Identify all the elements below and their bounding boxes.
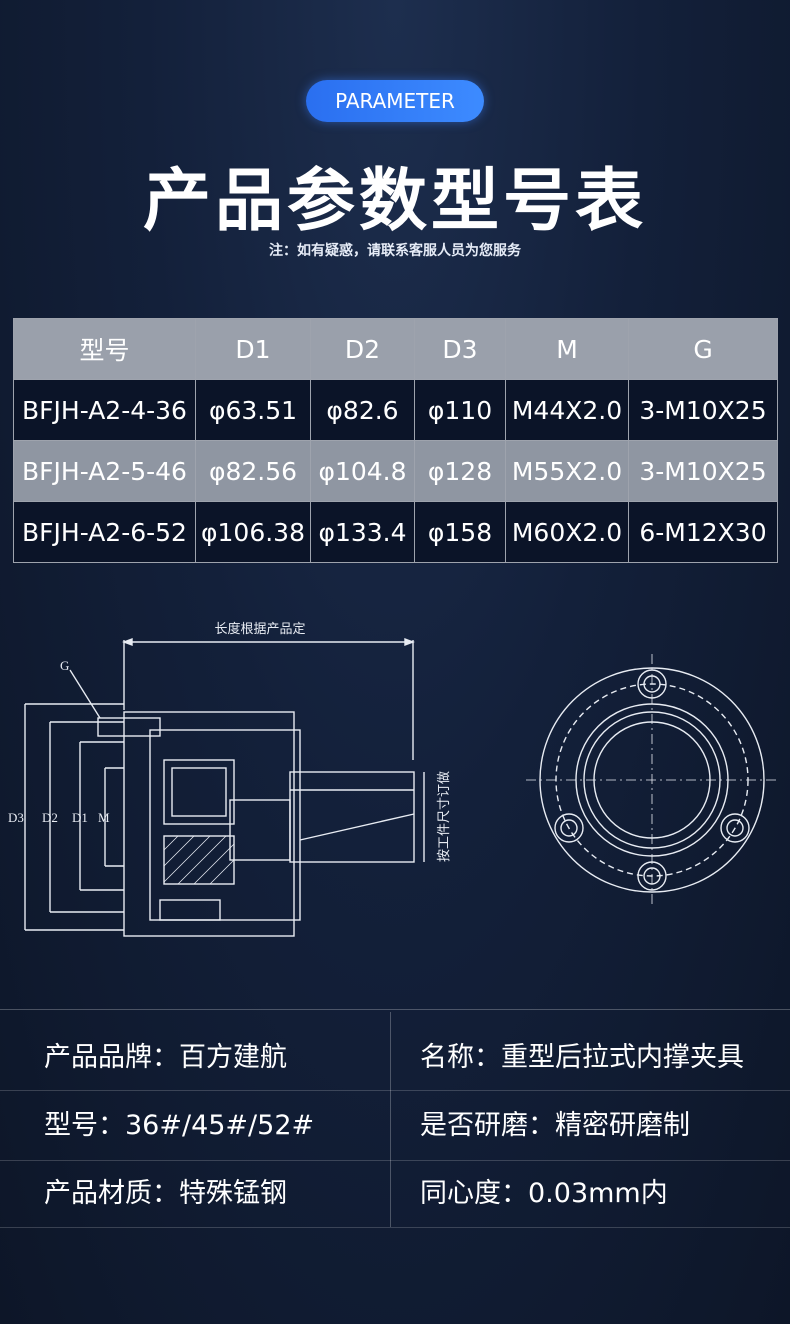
hatched-block: [163, 835, 235, 885]
leader-g: [69, 669, 101, 719]
table-row: BFJH-A2-5-46 φ82.56 φ104.8 φ128 M55X2.0 …: [13, 440, 778, 502]
mandrel-taper: [299, 813, 415, 841]
property-row: 型号：36#/45#/52# 是否研磨：精密研磨制: [0, 1092, 790, 1160]
chuck-inner: [149, 729, 301, 921]
side-label: 按工件尺寸订做: [436, 771, 451, 862]
properties-grid: 产品品牌：百方建航 名称：重型后拉式内撑夹具 型号：36#/45#/52# 是否…: [0, 1012, 790, 1228]
d1-label: D1: [72, 810, 88, 825]
table-cell: φ133.4: [310, 501, 415, 563]
column-header-d1: D1: [195, 318, 311, 380]
row-divider: [0, 1090, 790, 1091]
table-cell: M44X2.0: [505, 379, 629, 441]
table-cell: BFJH-A2-5-46: [13, 440, 196, 502]
d2-label: D2: [42, 810, 58, 825]
table-cell: 3-M10X25: [628, 379, 778, 441]
property-row: 产品品牌：百方建航 名称：重型后拉式内撑夹具: [0, 1024, 790, 1092]
jaw-block: [163, 759, 235, 825]
table-cell: φ104.8: [310, 440, 415, 502]
g-label: G: [60, 658, 69, 673]
column-header-g: G: [628, 318, 778, 380]
divider: [0, 1009, 790, 1010]
property-concentricity: 同心度：0.03mm内: [420, 1178, 668, 1209]
m-label: M: [98, 810, 110, 825]
technical-drawing: 长度根据产品定 G D3 D2 D1 M 按工件尺寸订做: [0, 600, 790, 980]
table-cell: φ106.38: [195, 501, 311, 563]
column-header-d2: D2: [310, 318, 415, 380]
parameter-badge: PARAMETER: [306, 80, 484, 122]
table-cell: φ82.6: [310, 379, 415, 441]
mandrel: [289, 771, 415, 863]
table-cell: 6-M12X30: [628, 501, 778, 563]
table-cell: φ82.56: [195, 440, 311, 502]
fixture-drawing-svg: 长度根据产品定 G D3 D2 D1 M 按工件尺寸订做: [8, 621, 778, 937]
property-grinding: 是否研磨：精密研磨制: [420, 1110, 690, 1141]
bolt-hole-inner: [726, 819, 744, 837]
jaw-inner: [171, 767, 227, 817]
property-material: 产品材质：特殊锰钢: [44, 1178, 287, 1209]
bolt-bottom: [159, 899, 221, 921]
contact-note: 注：如有疑惑，请联系客服人员为您服务: [269, 243, 521, 259]
property-brand: 产品品牌：百方建航: [44, 1042, 287, 1073]
row-divider: [0, 1227, 790, 1228]
d3-label: D3: [8, 810, 24, 825]
table-cell: φ158: [414, 501, 506, 563]
hatching: [163, 835, 235, 885]
bolt-hole: [720, 813, 750, 843]
property-model: 型号：36#/45#/52#: [44, 1110, 315, 1141]
bolt-hole-inner: [560, 819, 578, 837]
column-header-d3: D3: [414, 318, 506, 380]
table-cell: M60X2.0: [505, 501, 629, 563]
page-title: 产品参数型号表: [142, 162, 647, 241]
bolt-top: [97, 717, 161, 737]
bolt-hole: [554, 813, 584, 843]
property-row: 产品材质：特殊锰钢 同心度：0.03mm内: [0, 1160, 790, 1228]
sleeve: [229, 799, 291, 861]
spec-table: 型号 D1 D2 D3 M G BFJH-A2-4-36 φ63.51 φ82.…: [13, 318, 778, 563]
column-header-model: 型号: [13, 318, 196, 380]
arrow-icon: [122, 637, 415, 647]
table-cell: M55X2.0: [505, 440, 629, 502]
length-label: 长度根据产品定: [214, 621, 305, 636]
property-name: 名称：重型后拉式内撑夹具: [420, 1042, 744, 1073]
table-row: BFJH-A2-4-36 φ63.51 φ82.6 φ110 M44X2.0 3…: [13, 379, 778, 441]
table-cell: BFJH-A2-6-52: [13, 501, 196, 563]
table-row: BFJH-A2-6-52 φ106.38 φ133.4 φ158 M60X2.0…: [13, 501, 778, 563]
chuck-body: [123, 711, 295, 937]
table-cell: 3-M10X25: [628, 440, 778, 502]
column-divider: [390, 1012, 391, 1227]
table-cell: φ128: [414, 440, 506, 502]
column-header-m: M: [505, 318, 629, 380]
table-cell: φ110: [414, 379, 506, 441]
row-divider: [0, 1160, 790, 1161]
table-cell: φ63.51: [195, 379, 311, 441]
table-cell: BFJH-A2-4-36: [13, 379, 196, 441]
table-header-row: 型号 D1 D2 D3 M G: [13, 318, 778, 380]
